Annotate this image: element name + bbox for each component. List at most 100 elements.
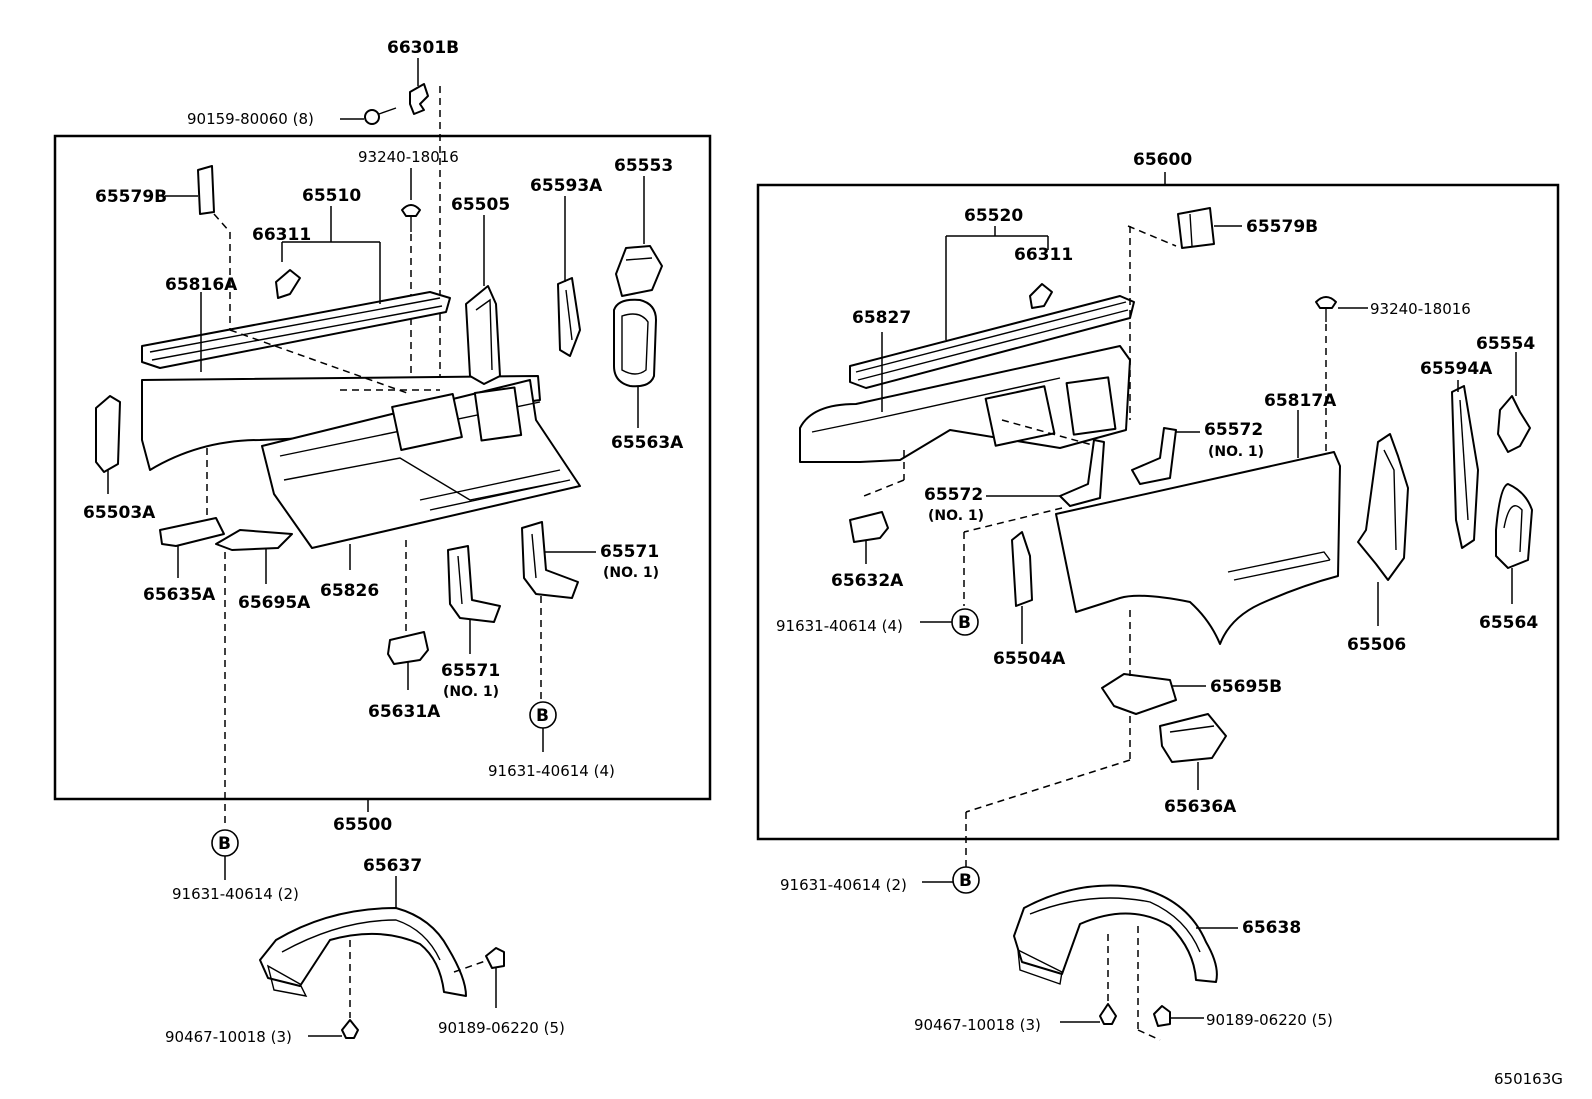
assembly-number-65600: 65600 [1133, 150, 1192, 170]
bolt-90159: 90159-80060 (8) [187, 107, 397, 128]
label-65579B-right: 65579B [1246, 217, 1318, 237]
callout-b-right-inner: B 91631-40614 (4) [776, 608, 979, 636]
label-65572-b: 65572 [1204, 420, 1263, 440]
label-90189-06220-left: 90189-06220 (5) [438, 1019, 565, 1037]
bracket-66301B: 66301B [387, 38, 459, 390]
label-65631A: 65631A [368, 702, 441, 722]
assembly-number-65500: 65500 [333, 815, 392, 835]
liner-65638: 65638 [1013, 884, 1301, 1041]
pillar-inner-65594A: 65594A [1420, 359, 1493, 549]
pillar-inner-65593A: 65593A [530, 176, 603, 357]
right-assembly: 65600 65520 66311 65579B [756, 150, 1560, 1041]
nut-90189-right: 90189-06220 (5) [1153, 1005, 1333, 1029]
seal-65564: 65564 [1479, 483, 1538, 633]
label-93240-18016-right: 93240-18016 [1370, 300, 1471, 318]
label-65571-a: 65571 [600, 542, 659, 562]
callout-letter: B [536, 706, 549, 726]
bracket-65572-a: 65572 (NO. 1) [924, 439, 1105, 606]
label-65520: 65520 [964, 206, 1023, 226]
screw-93240-right: 93240-18016 [1315, 296, 1471, 456]
label-65635A: 65635A [143, 585, 216, 605]
bracket-65635A: 65635A [143, 517, 226, 826]
label-65505: 65505 [451, 195, 510, 215]
bed-inner-65827: 65827 [799, 308, 1131, 497]
label-65572-b-no1: (NO. 1) [1208, 444, 1264, 460]
label-65510: 65510 [302, 186, 361, 206]
label-65564: 65564 [1479, 613, 1538, 633]
pillar-65506: 65506 [1347, 433, 1409, 655]
bracket-65695A: 65695A [215, 529, 311, 613]
label-65571-b: 65571 [441, 661, 500, 681]
label-65638: 65638 [1242, 918, 1301, 938]
label-65503A: 65503A [83, 503, 156, 523]
side-panel-65817A: 65817A [1055, 391, 1341, 645]
clip-66311-right: 66311 [1014, 245, 1073, 309]
label-65506: 65506 [1347, 635, 1406, 655]
label-91631-40614-2-left: 91631-40614 (2) [172, 885, 299, 903]
label-66311: 66311 [252, 225, 311, 245]
bracket-65632A: 65632A [831, 511, 904, 591]
bed-floor-65826: 65826 [229, 329, 581, 601]
bracket-65571-a: 65571 (NO. 1) [521, 521, 659, 700]
bracket-65631A: 65631A [368, 540, 441, 722]
left-assembly-frame [53, 134, 712, 801]
label-65816A: 65816A [165, 275, 238, 295]
bracket-65579B: 65579B [95, 165, 231, 330]
label-91631-40614-4-left: 91631-40614 (4) [488, 762, 615, 780]
rail-65510: 65510 [141, 186, 451, 369]
callout-letter: B [958, 613, 971, 633]
clip-90467-left: 90467-10018 (3) [165, 1019, 359, 1046]
label-65632A: 65632A [831, 571, 904, 591]
bracket-65571-b: 65571 (NO. 1) [441, 545, 501, 700]
label-65504A: 65504A [993, 649, 1066, 669]
bracket-65579B-right: 65579B [1127, 207, 1318, 420]
label-65571-a-no1: (NO. 1) [603, 565, 659, 581]
nut-90189-left: 90189-06220 (5) [438, 947, 565, 1037]
label-90467-10018-left: 90467-10018 (3) [165, 1028, 292, 1046]
label-65572-a-no1: (NO. 1) [928, 508, 984, 524]
right-assembly-frame [756, 183, 1560, 841]
callout-letter: B [959, 871, 972, 891]
label-65593A: 65593A [530, 176, 603, 196]
label-65579B: 65579B [95, 187, 167, 207]
screw-93240: 93240-18016 [358, 148, 459, 410]
label-65695A: 65695A [238, 593, 311, 613]
pillar-65505: 65505 [451, 195, 510, 385]
panel-65503A: 65503A [83, 395, 208, 523]
bracket-65636A: 65636A [1159, 713, 1237, 817]
label-65827: 65827 [852, 308, 911, 328]
label-65572-a: 65572 [924, 485, 983, 505]
callout-b-left-inner: B 91631-40614 (4) [488, 701, 615, 780]
bracket-65695B: 65695B [965, 610, 1282, 868]
label-65554: 65554 [1476, 334, 1535, 354]
left-assembly: 65500 66301B 90159-80060 (8) 93240-18016 [53, 38, 712, 1046]
callout-b-right-outer: B 91631-40614 (2) [780, 866, 980, 894]
clip-66311: 66311 [252, 225, 311, 299]
label-91631-40614-2-right: 91631-40614 (2) [780, 876, 907, 894]
rail-65520: 65520 [849, 206, 1135, 389]
figure-code: 650163G [1494, 1070, 1563, 1088]
label-65636A: 65636A [1164, 797, 1237, 817]
label-90467-10018-right: 90467-10018 (3) [914, 1016, 1041, 1034]
liner-65637: 65637 [259, 856, 495, 1018]
callout-letter: B [218, 834, 231, 854]
label-65695B: 65695B [1210, 677, 1282, 697]
bracket-65553: 65553 [614, 156, 673, 297]
bracket-65572-b: 65572 (NO. 1) [1131, 420, 1264, 485]
label-65826: 65826 [320, 581, 379, 601]
label-66311-right: 66311 [1014, 245, 1073, 265]
label-65553: 65553 [614, 156, 673, 176]
label-65571-b-no1: (NO. 1) [443, 684, 499, 700]
label-65563A: 65563A [611, 433, 684, 453]
label-90189-06220-right: 90189-06220 (5) [1206, 1011, 1333, 1029]
label-65817A: 65817A [1264, 391, 1337, 411]
label-90159-80060: 90159-80060 (8) [187, 110, 314, 128]
callout-b-left-outer: B 91631-40614 (2) [172, 829, 299, 903]
clip-90467-right: 90467-10018 (3) [914, 1003, 1117, 1034]
label-65637: 65637 [363, 856, 422, 876]
bracket-65554: 65554 [1476, 334, 1535, 453]
label-93240-18016: 93240-18016 [358, 148, 459, 166]
label-65594A: 65594A [1420, 359, 1493, 379]
seal-65563A: 65563A [611, 298, 684, 453]
